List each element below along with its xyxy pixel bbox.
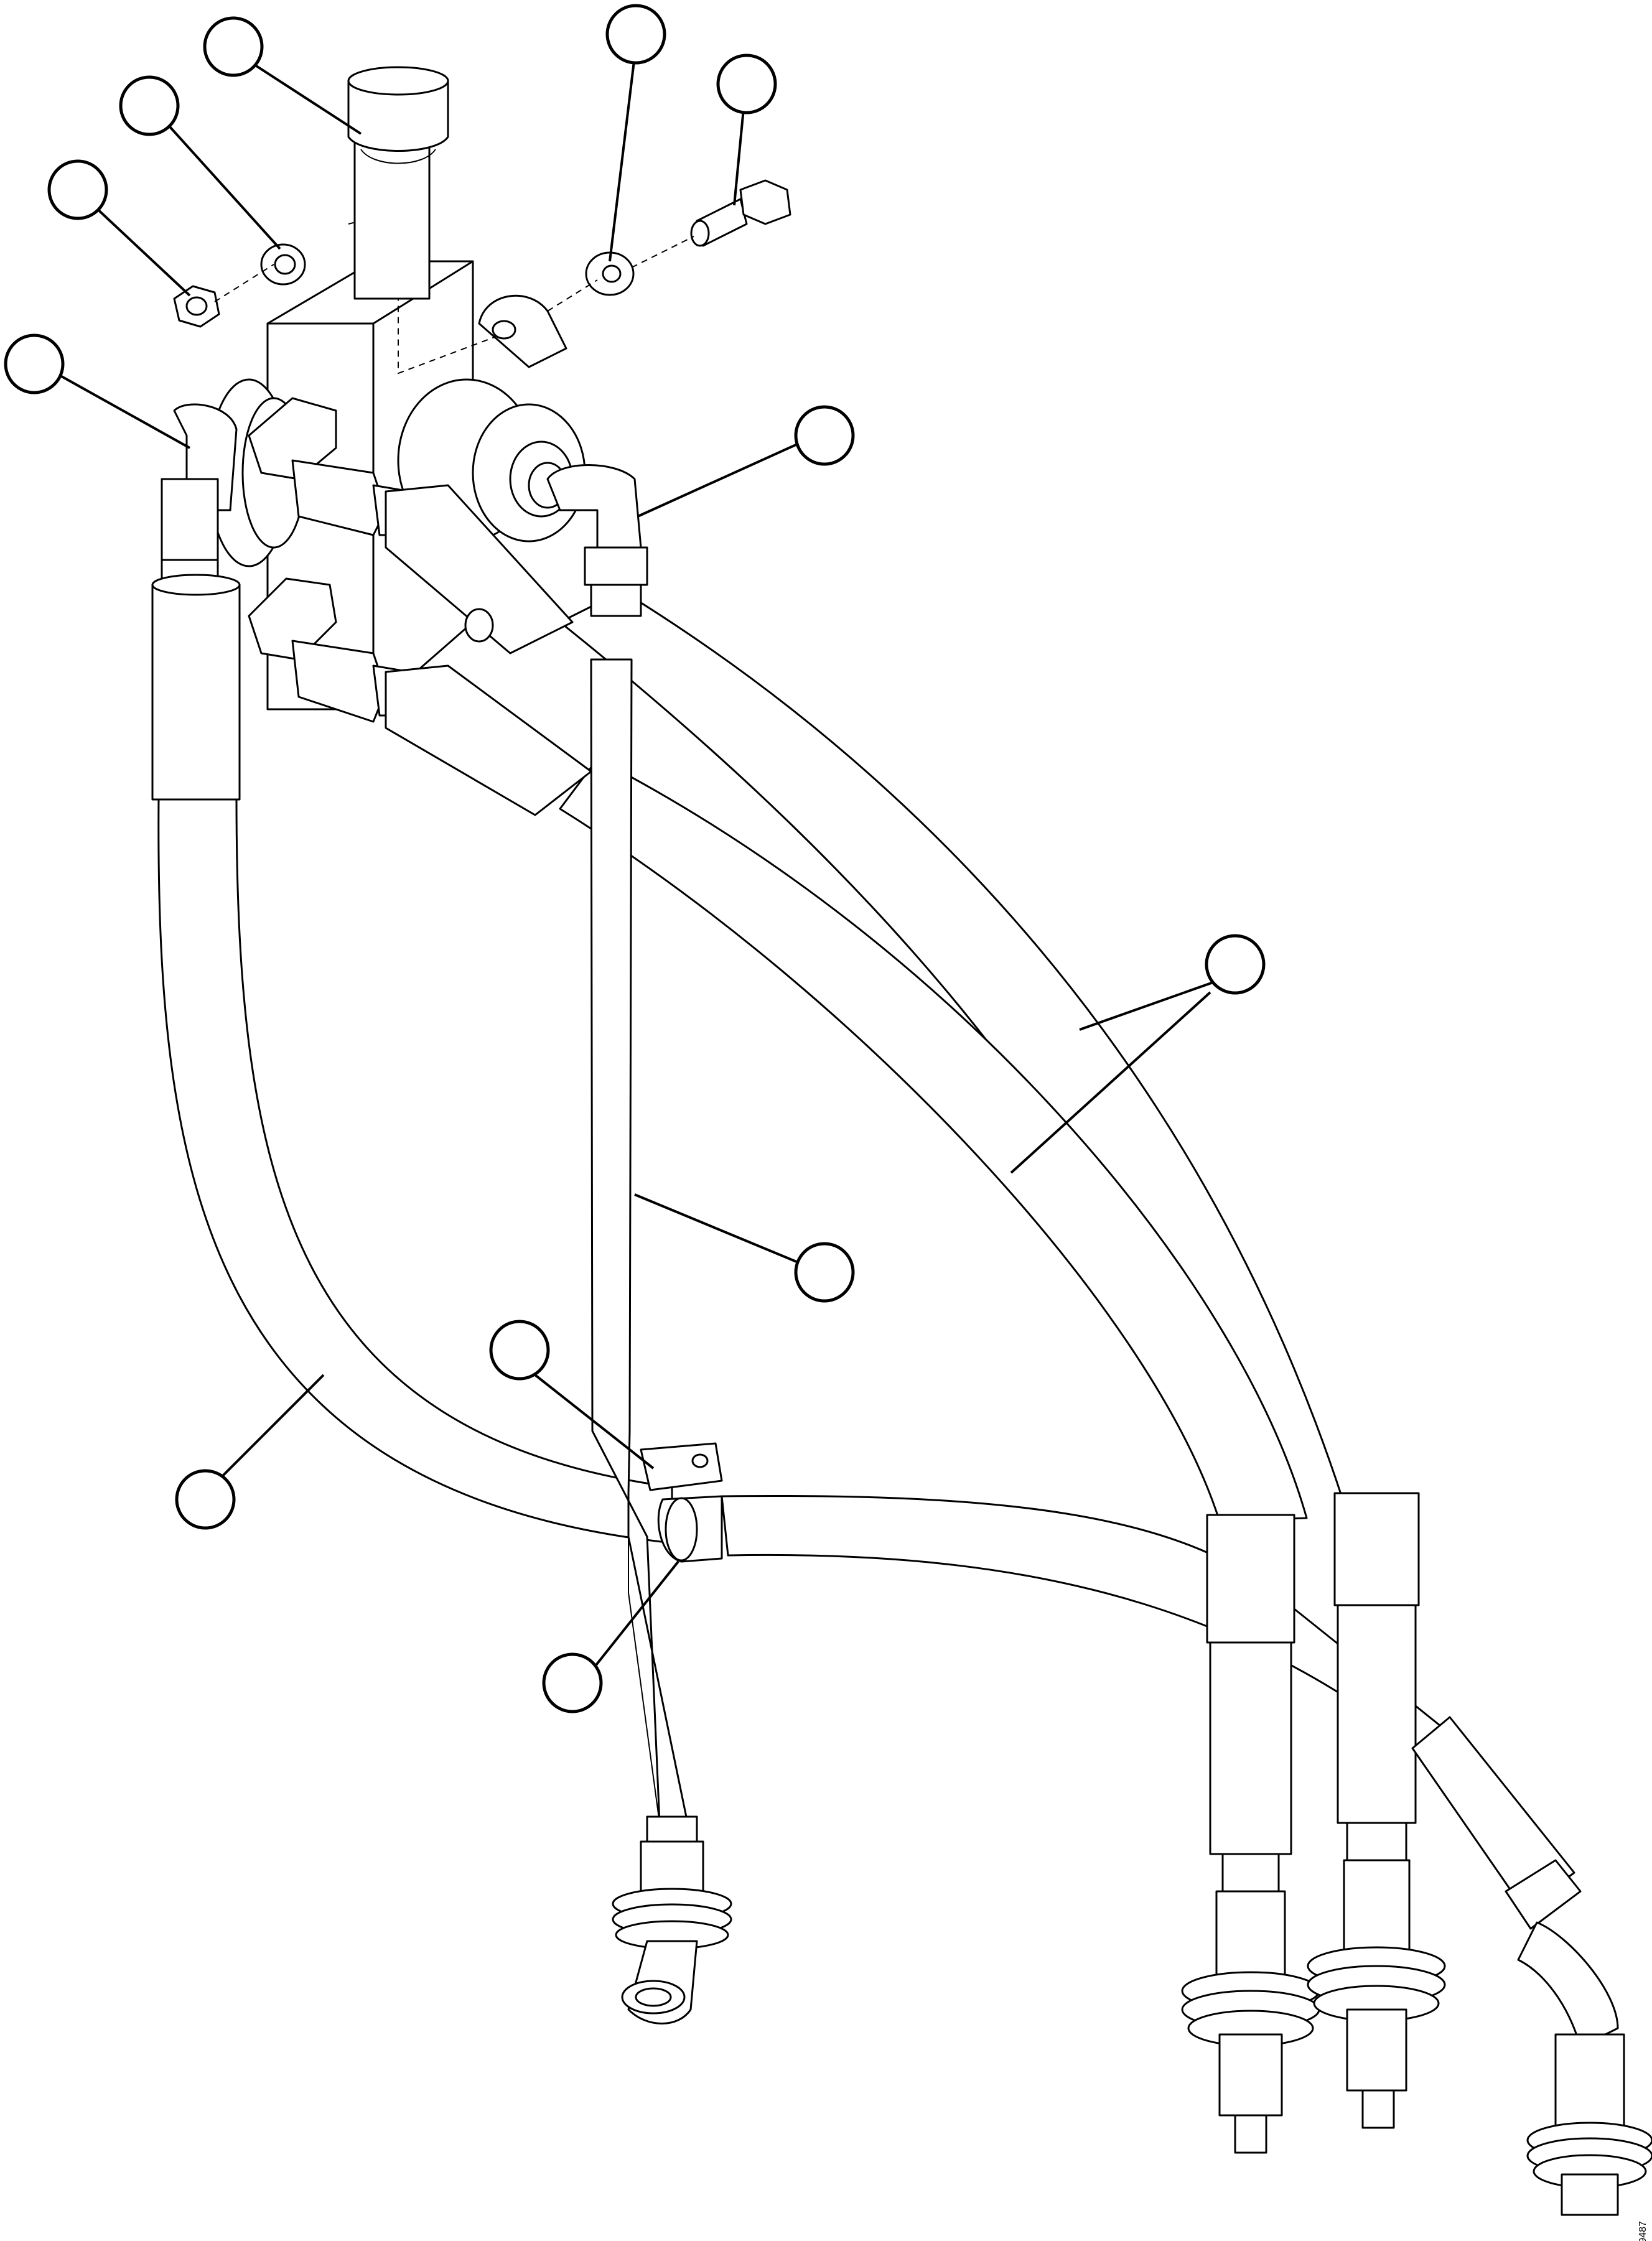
callout-balloon-left-elbow: [4, 333, 65, 394]
spool-cap: [347, 66, 449, 300]
drawing-code: 89487: [1638, 2221, 1648, 2241]
inner-hose-end-fitting: [1181, 1514, 1320, 2154]
crossing-hose-end-fitting: [1411, 1716, 1652, 2216]
vertical-steel-tube: [590, 658, 689, 1824]
hex-bolt: [690, 179, 791, 247]
leader-sleeve: [593, 1560, 679, 1669]
callout-leaders: [55, 55, 1230, 1669]
leader-clamp: [534, 1374, 655, 1470]
callout-balloon-right-elbow: [794, 405, 855, 466]
right-elbow-fitting: [546, 464, 648, 617]
callout-balloon-left-washer: [119, 75, 180, 136]
upper-angled-fitting: [248, 397, 574, 655]
leader-long-hose-inner: [1010, 991, 1211, 1174]
callout-balloon-steel-tube: [794, 1242, 855, 1303]
leader-bolt: [733, 108, 745, 206]
leader-long-hose-outer: [1079, 976, 1230, 1031]
callout-balloon-long-hoses: [1205, 934, 1266, 995]
leader-hex-nut: [92, 204, 191, 297]
hardware-center-line-right: [547, 279, 598, 312]
hex-nut: [173, 285, 220, 328]
leader-right-washer: [609, 55, 636, 262]
lower-angled-fitting: [248, 577, 592, 816]
leader-cap: [245, 58, 362, 135]
leader-left-hose: [217, 1374, 325, 1482]
hardware-center-line-left: [214, 264, 274, 302]
callout-balloon-clamp: [489, 1320, 550, 1381]
left-washer: [260, 243, 306, 286]
callout-balloon-sleeve: [542, 1652, 603, 1713]
leader-right-elbow: [637, 440, 803, 518]
callout-balloon-right-washer: [605, 4, 666, 65]
leader-left-elbow: [55, 372, 190, 449]
callout-balloon-left-hose: [175, 1469, 236, 1530]
left-elbow-fitting: [151, 403, 241, 801]
leader-left-washer: [164, 120, 281, 250]
callout-balloon-hex-nut: [47, 159, 108, 220]
center-tube-end-fitting: [612, 1815, 732, 2024]
hose-clamp: [640, 1442, 723, 1563]
outer-hose-end-fitting: [1307, 1492, 1446, 2129]
callout-balloon-bolt: [716, 54, 777, 114]
leader-steel-tube: [634, 1193, 800, 1264]
callout-balloons: [4, 4, 1266, 1713]
callout-balloon-cap: [203, 16, 264, 77]
block-plug: [464, 608, 494, 643]
long-inner-hose: [559, 758, 1308, 1522]
hardware-center-line-bolt: [631, 236, 694, 268]
